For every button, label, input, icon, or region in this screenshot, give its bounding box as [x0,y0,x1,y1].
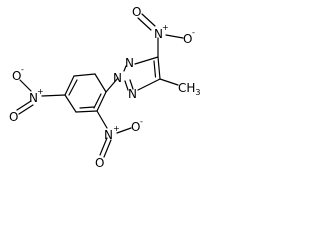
atom-top-nitro-o-double: O [132,5,141,19]
bond-c4-c5-double [153,60,157,78]
bond-nitro-n-o-double-2 [141,13,156,27]
bond-c4-c5 [157,56,161,80]
atom-ortho-nitro-o-double: O [95,156,104,170]
atom-triazole-n1: N [125,56,134,70]
molecule-structure: N N N N + O O - CH3 N + O O - N + O O - [9,5,201,170]
bond-ar-ortho-nitro [96,110,108,129]
charge-para-nitro-n: + [37,87,44,96]
atom-para-nitro-o-single: O [12,69,21,83]
bonds [16,13,184,158]
bond-c5-methyl [159,78,179,86]
charge-ortho-nitro-o: - [140,117,143,126]
structure-diagram: N N N N + O O - CH3 N + O O - N + O O - [9,5,201,170]
bond-n1-c4 [134,56,159,65]
atom-top-nitro-n: N [154,27,163,41]
atom-methyl: CH3 [178,81,201,97]
charge-ortho-nitro-n: + [113,124,120,133]
bond-ortho-n-o-double-2 [103,139,112,158]
bond-n2-n1 [123,65,127,72]
bond-nitro-n-o-single [165,34,184,39]
bond-ortho-n-o-single [116,127,132,134]
bond-ar-inner-a [93,93,102,109]
atom-para-nitro-o-double: O [9,110,18,124]
bond-nitro-n-o-double [137,17,152,31]
bond-ar-inner-b [68,79,78,96]
atom-para-nitro-n: N [29,91,38,105]
bond-ar-inner-c [79,106,95,109]
atom-labels: N N N N + O O - CH3 N + O O - N + O O - [9,5,201,170]
bond-para-n-o-double-2 [18,104,34,115]
bond-c5-n3 [137,78,161,91]
bond-ar-c5-c6 [73,73,96,77]
atom-top-nitro-o-single: O [183,32,192,46]
bond-ar-c4-c5 [64,75,75,96]
bond-ar-c6-c1 [94,73,107,93]
bond-ar-c2-c3 [75,110,98,113]
bond-ortho-n-o-double [99,137,108,156]
bond-n2-aryl [105,77,119,93]
bond-ar-c3-c4 [64,94,77,113]
bond-n3-n2-double [129,79,134,90]
bond-ar-c1-c2 [96,91,107,112]
bond-para-n-o-single [19,79,32,92]
methyl-subscript: 3 [195,88,200,97]
atom-triazole-n3: N [128,87,137,101]
charge-para-nitro-o: - [21,65,24,74]
atom-ortho-nitro-o-single: O [131,120,140,134]
charge-top-nitro-n: + [162,23,169,32]
atom-triazole-n2: N [113,71,122,85]
charge-top-nitro-o: - [192,28,195,37]
atom-ortho-nitro-n: N [104,128,113,142]
bond-ar-para-nitro [41,94,66,97]
methyl-ch: CH [178,81,195,95]
bond-n3-n2 [124,80,129,91]
bond-para-n-o-double [16,100,32,111]
